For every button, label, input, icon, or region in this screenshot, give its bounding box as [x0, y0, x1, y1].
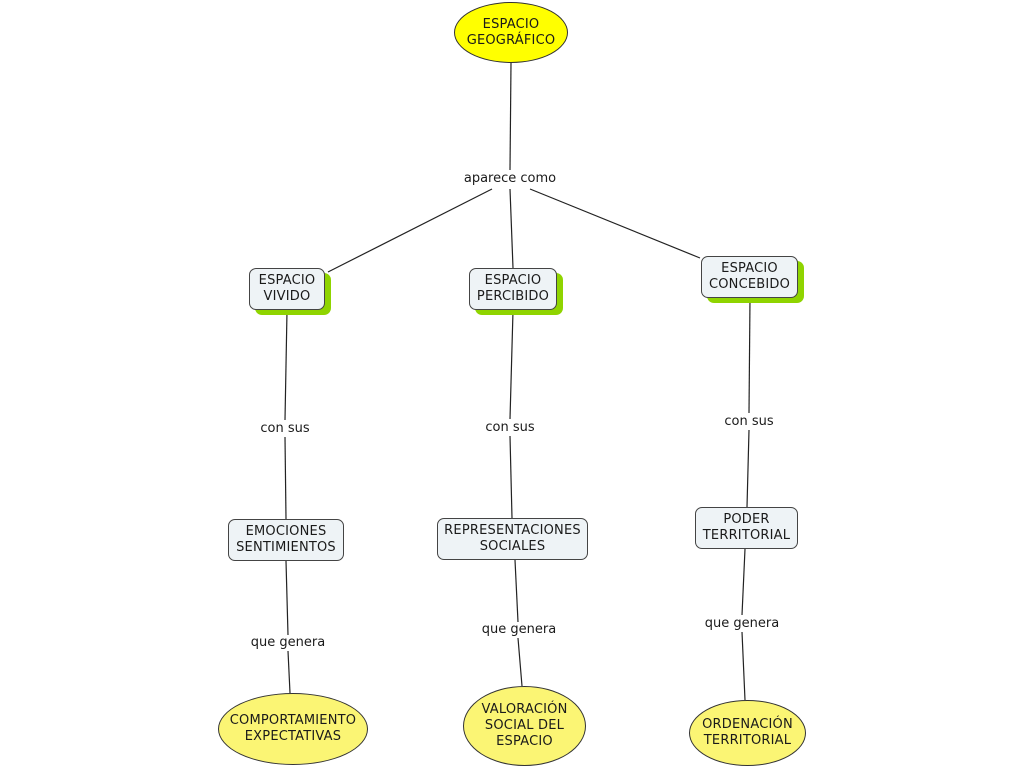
- node-emociones-sentimientos[interactable]: EMOCIONES SENTIMIENTOS: [228, 519, 344, 561]
- phrase-poder-genera: que genera: [702, 616, 782, 632]
- phrase-representaciones-genera: que genera: [479, 622, 559, 638]
- link-genera-ordenacion: [741, 631, 746, 701]
- node-espacio-percibido[interactable]: ESPACIO PERCIBIDO: [469, 268, 557, 310]
- link-root-phrase: [509, 62, 512, 171]
- link-genera-comportamiento: [287, 650, 291, 694]
- link-percibido-consus: [509, 310, 514, 420]
- phrase-concebido-con-sus: con sus: [722, 414, 776, 430]
- node-espacio-geografico[interactable]: ESPACIO GEOGRÁFICO: [454, 2, 568, 63]
- link-emociones-genera: [285, 560, 289, 636]
- phrase-aparece-como: aparece como: [461, 171, 559, 187]
- phrase-emociones-genera: que genera: [248, 635, 328, 651]
- node-ordenacion-territorial[interactable]: ORDENACIÓN TERRITORIAL: [689, 700, 806, 766]
- link-consus-representaciones: [509, 435, 513, 519]
- node-poder-territorial[interactable]: PODER TERRITORIAL: [695, 507, 798, 549]
- link-consus-emociones: [284, 436, 287, 520]
- link-poder-genera: [741, 548, 746, 616]
- link-phrase-percibido: [509, 188, 514, 269]
- node-comportamiento-expectativas[interactable]: COMPORTAMIENTO EXPECTATIVAS: [218, 693, 368, 765]
- phrase-vivido-con-sus: con sus: [258, 421, 312, 437]
- link-phrase-concebido: [529, 188, 701, 259]
- link-genera-valoracion: [517, 637, 523, 687]
- link-phrase-vivido: [327, 188, 493, 273]
- node-espacio-vivido[interactable]: ESPACIO VIVIDO: [249, 268, 325, 310]
- link-vivido-consus: [284, 310, 288, 421]
- node-espacio-concebido[interactable]: ESPACIO CONCEBIDO: [701, 256, 798, 298]
- node-representaciones-sociales[interactable]: REPRESENTACIONES SOCIALES: [437, 518, 588, 560]
- link-representaciones-genera: [514, 559, 519, 623]
- node-valoracion-social-del-espacio[interactable]: VALORACIÓN SOCIAL DEL ESPACIO: [463, 686, 586, 766]
- link-consus-poder: [746, 429, 750, 508]
- phrase-percibido-con-sus: con sus: [483, 420, 537, 436]
- link-concebido-consus: [748, 297, 751, 414]
